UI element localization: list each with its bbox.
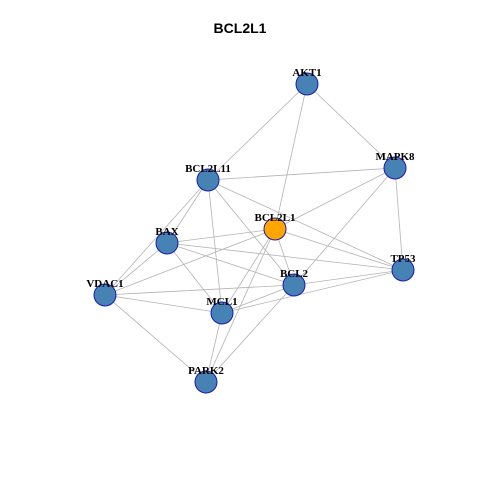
edge-bcl2l11-bax	[166, 179, 209, 244]
node-label-tp53: TP53	[390, 253, 416, 265]
edge-mapk8-bcl2l1	[274, 167, 396, 230]
edge-mcl1-bcl2	[221, 284, 295, 314]
edge-mapk8-tp53	[394, 167, 404, 271]
node-layer	[93, 72, 415, 394]
node-bcl2l1[interactable]	[263, 217, 287, 241]
node-tp53[interactable]	[391, 258, 415, 282]
node-akt1[interactable]	[295, 72, 319, 96]
node-label-park2: PARK2	[188, 365, 224, 377]
edge-akt1-bcl2l1	[274, 83, 308, 230]
edge-bcl2l11-mapk8	[207, 167, 396, 181]
edge-bcl2l1-bax	[166, 228, 276, 244]
edge-bax-vdac1	[104, 242, 168, 296]
edge-vdac1-mcl1	[104, 294, 223, 314]
edge-mcl1-tp53	[221, 269, 404, 314]
node-label-bcl2l1: BCL2L1	[255, 212, 296, 224]
node-bcl2l11[interactable]	[196, 168, 220, 192]
edge-layer	[104, 83, 404, 383]
graph-title: BCL2L1	[213, 20, 267, 36]
edge-mapk8-bcl2	[293, 167, 396, 286]
edge-bcl2l1-tp53	[274, 228, 404, 271]
node-bax[interactable]	[155, 231, 179, 255]
node-mcl1[interactable]	[210, 301, 234, 325]
node-label-bax: BAX	[155, 226, 178, 238]
edge-bax-tp53	[166, 242, 404, 271]
edge-bcl2l11-vdac1	[104, 179, 209, 296]
node-label-bcl2: BCL2	[280, 268, 309, 280]
node-label-bcl2l11: BCL2L11	[185, 163, 231, 175]
edge-bcl2l11-tp53	[207, 179, 404, 271]
edge-bax-bcl2	[166, 242, 295, 286]
node-vdac1[interactable]	[93, 283, 117, 307]
edge-bcl2-tp53	[293, 269, 404, 286]
edge-bcl2l11-mcl1	[207, 179, 223, 314]
node-park2[interactable]	[194, 370, 218, 394]
node-label-mcl1: MCL1	[206, 296, 237, 308]
edge-bcl2l1-vdac1	[104, 228, 276, 296]
edge-vdac1-bcl2	[104, 284, 295, 296]
node-label-mapk8: MAPK8	[375, 151, 415, 163]
node-label-akt1: AKT1	[292, 67, 321, 79]
edge-bcl2-park2	[205, 284, 295, 383]
edge-akt1-bcl2l11	[207, 83, 308, 181]
edge-bcl2l1-mcl1	[221, 228, 276, 314]
node-bcl2[interactable]	[282, 273, 306, 297]
edge-bax-mcl1	[166, 242, 223, 314]
node-label-vdac1: VDAC1	[86, 278, 123, 290]
edge-mcl1-park2	[205, 312, 223, 383]
edge-vdac1-park2	[104, 294, 207, 383]
node-mapk8[interactable]	[383, 156, 407, 180]
edge-akt1-mapk8	[306, 83, 396, 169]
